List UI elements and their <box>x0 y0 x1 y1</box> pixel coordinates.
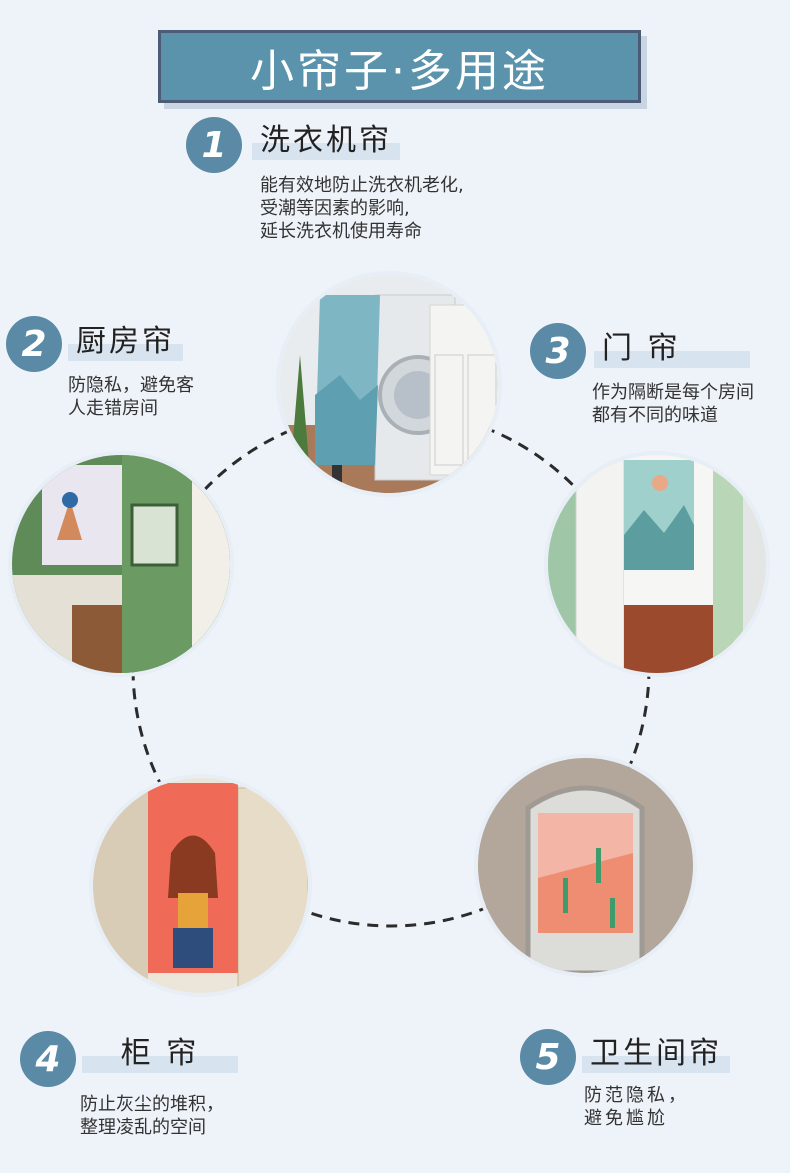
door-curtain-photo <box>548 455 766 673</box>
desc-line: 作为隔断是每个房间 <box>592 382 754 403</box>
bathroom-curtain-photo <box>478 758 693 973</box>
item-5-label: 卫生间帘 <box>582 1035 730 1073</box>
number-badge-4: 4 <box>20 1031 76 1087</box>
item-3-label: 门 帘 <box>594 330 750 368</box>
washing-machine-curtain-photo <box>280 275 498 493</box>
item-1-description: 能有效地防止洗衣机老化, 受潮等因素的影响, 延长洗衣机使用寿命 <box>260 174 464 243</box>
item-5-description: 防范隐私， 避免尴尬 <box>584 1084 689 1130</box>
item-3-description: 作为隔断是每个房间 都有不同的味道 <box>592 381 754 427</box>
desc-line: 人走错房间 <box>68 398 158 419</box>
desc-line: 整理凌乱的空间 <box>80 1117 206 1138</box>
item-4-label: 柜 帘 <box>82 1035 238 1073</box>
number-badge-3: 3 <box>530 323 586 379</box>
item-1-label: 洗衣机帘 <box>252 122 400 160</box>
cabinet-curtain-photo <box>93 778 308 993</box>
number-badge-5: 5 <box>520 1029 576 1085</box>
item-2-description: 防隐私，避免客 人走错房间 <box>68 374 194 420</box>
item-4-description: 防止灰尘的堆积， 整理凌乱的空间 <box>80 1093 224 1139</box>
desc-line: 能有效地防止洗衣机老化, <box>260 175 464 196</box>
number-badge-2: 2 <box>6 316 62 372</box>
kitchen-curtain-photo <box>12 455 230 673</box>
desc-line: 避免尴尬 <box>584 1108 668 1129</box>
desc-line: 防范隐私， <box>584 1085 689 1106</box>
desc-line: 防隐私，避免客 <box>68 375 194 396</box>
desc-line: 都有不同的味道 <box>592 405 718 426</box>
item-2-label: 厨房帘 <box>68 323 183 361</box>
page-title: 小帘子·多用途 <box>158 30 641 103</box>
desc-line: 延长洗衣机使用寿命 <box>260 221 422 242</box>
desc-line: 受潮等因素的影响, <box>260 198 410 219</box>
desc-line: 防止灰尘的堆积， <box>80 1094 224 1115</box>
title-banner: 小帘子·多用途 <box>158 30 647 109</box>
number-badge-1: 1 <box>186 117 242 173</box>
